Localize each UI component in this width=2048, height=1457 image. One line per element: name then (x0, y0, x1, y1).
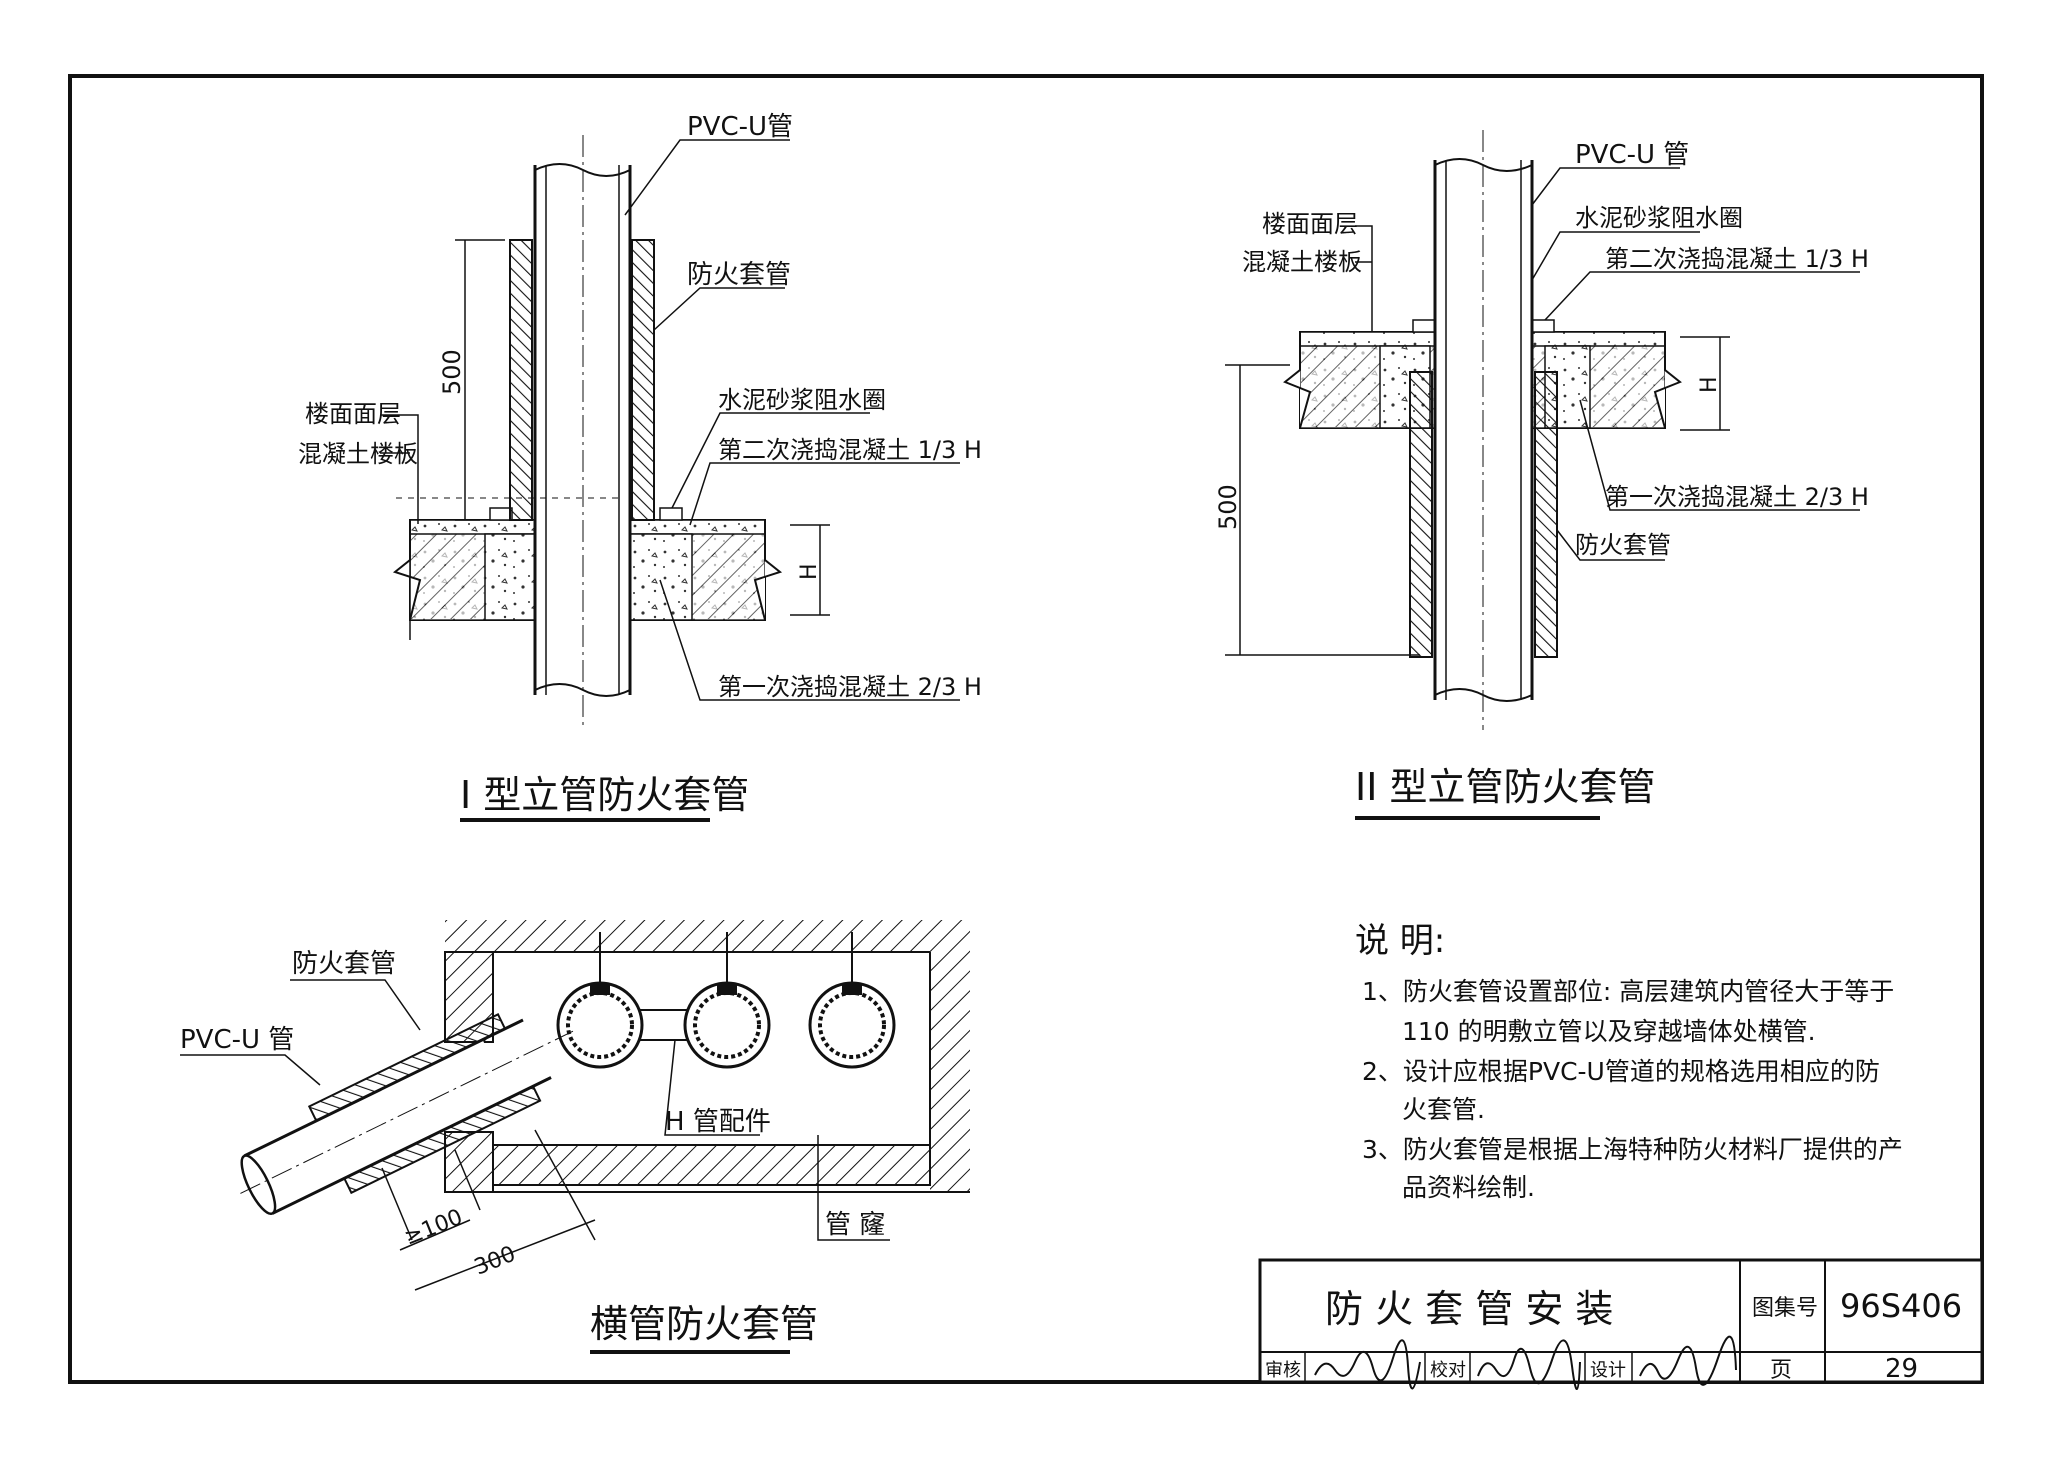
fig3-caption: 横管防火套管 (590, 1302, 818, 1346)
fig2-sleeve-label: 防火套管 (1575, 531, 1671, 559)
fig2-first-pour-label: 第一次浇捣混凝土 2/3 H (1605, 483, 1869, 511)
notes-heading: 说 明: (1355, 921, 1445, 961)
fig1-sleeve-left (509, 239, 533, 521)
note-line-4: 火套管. (1402, 1095, 1485, 1124)
fig1-riser-type1: PVC-U管 防火套管 水泥砂浆阻水圈 第二次浇捣混凝土 1/3 H 第一次浇捣… (298, 112, 982, 822)
check-signature (1477, 1339, 1581, 1390)
atlas-no-label: 图集号 (1752, 1296, 1818, 1321)
sheet-border (68, 74, 1984, 1384)
fig2-riser-type2: PVC-U 管 水泥砂浆阻水圈 第二次浇捣混凝土 1/3 H 第一次浇捣混凝土 … (1214, 130, 1869, 820)
atlas-no: 96S406 (1840, 1287, 1962, 1325)
fig2-dim-500: 500 (1214, 484, 1242, 530)
page-no: 29 (1885, 1354, 1918, 1384)
fig2-dim-h: H (1697, 376, 1722, 393)
fig3-dim-100: ≥100 (401, 1205, 466, 1251)
fig3-sleeve-label: 防火套管 (292, 949, 396, 979)
fig1-floor-surface-label: 楼面面层 (305, 400, 401, 428)
fig1-sleeve-label: 防火套管 (687, 260, 791, 290)
note-line-5: 3、防火套管是根据上海特种防火材料厂提供的产 (1362, 1135, 1903, 1164)
fig2-sleeve-left (1409, 371, 1433, 658)
fig1-ring-label: 水泥砂浆阻水圈 (718, 386, 886, 414)
fig1-second-pour-label: 第二次浇捣混凝土 1/3 H (718, 436, 982, 464)
note-line-2: 110 的明敷立管以及穿越墙体处横管. (1402, 1017, 1816, 1046)
sheet-title: 防 火 套 管 安 装 (1325, 1287, 1613, 1331)
fig1-sleeve-right (631, 239, 655, 521)
fig3-pipe-label: PVC-U 管 (180, 1025, 294, 1055)
design-label: 设计 (1590, 1360, 1626, 1381)
fig2-floor-surface-label: 楼面面层 (1262, 210, 1358, 238)
fig2-pipe-label: PVC-U 管 (1575, 140, 1689, 170)
fig1-pipe (533, 135, 632, 725)
fig2-second-pour-label: 第二次浇捣混凝土 1/3 H (1605, 245, 1869, 273)
review-label: 审核 (1265, 1360, 1301, 1381)
note-line-6: 品资料绘制. (1402, 1173, 1535, 1202)
review-signature (1314, 1339, 1421, 1390)
note-line-3: 2、设计应根据PVC-U管道的规格选用相应的防 (1362, 1057, 1880, 1086)
fig2-ring-label: 水泥砂浆阻水圈 (1575, 204, 1743, 232)
fig1-pipe-label: PVC-U管 (687, 112, 793, 142)
fig2-slab-label: 混凝土楼板 (1242, 248, 1362, 276)
fig3-shaft-label: 管 窿 (825, 1210, 885, 1240)
title-block: 防 火 套 管 安 装 图集号 96S406 页 29 审核 校对 设计 (1258, 1258, 1984, 1390)
fig1-first-pour-label: 第一次浇捣混凝土 2/3 H (718, 673, 982, 701)
fig2-caption: II 型立管防火套管 (1355, 765, 1656, 809)
fig2-sleeve-right (1534, 371, 1558, 658)
check-label: 校对 (1430, 1360, 1466, 1381)
fig3-dim-300: 300 (471, 1242, 519, 1281)
fig3-fitting-label: H 管配件 (665, 1107, 771, 1137)
fig1-slab-label: 混凝土楼板 (298, 440, 418, 468)
notes-block: 说 明: 1、防火套管设置部位: 高层建筑内管径大于等于 110 的明敷立管以及… (1355, 921, 1903, 1202)
note-line-1: 1、防火套管设置部位: 高层建筑内管径大于等于 (1362, 977, 1894, 1006)
fig3-riser-3 (808, 932, 896, 1069)
fig2-pipe (1433, 130, 1534, 730)
fig1-dim-h: H (797, 563, 822, 580)
fig3-riser-2 (683, 932, 771, 1069)
page-label: 页 (1770, 1358, 1792, 1383)
fig1-dim-500: 500 (438, 349, 466, 395)
fig1-caption: I 型立管防火套管 (460, 773, 749, 817)
fig3-horizontal-sleeve: 防火套管 PVC-U 管 H 管配件 管 窿 ≥100 300 横管防火套管 (180, 920, 970, 1354)
design-signature (1639, 1335, 1737, 1386)
fig3-angled-pipe (240, 1013, 574, 1216)
fig3-riser-1 (556, 932, 644, 1069)
